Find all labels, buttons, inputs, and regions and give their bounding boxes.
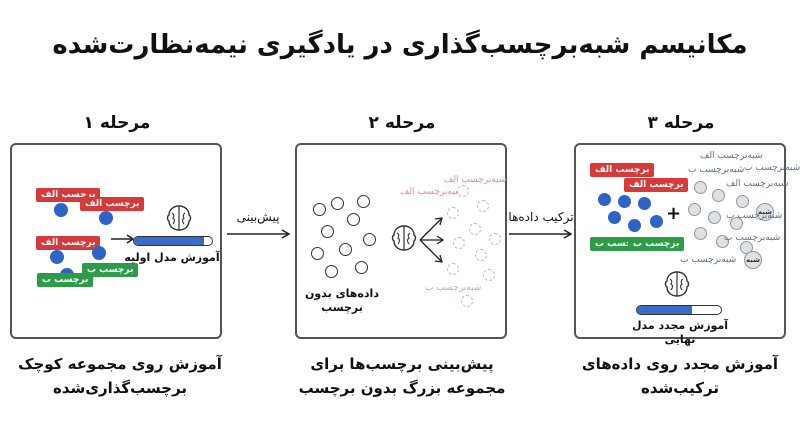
predicted-point (453, 237, 465, 249)
predicted-point (469, 223, 481, 235)
final-model-label: آموزش مجدد مدل نهایی (631, 319, 729, 346)
label-a-tag: برچسب الف (80, 197, 145, 211)
pseudo-labeled-point (688, 203, 701, 216)
unlabeled-point (313, 203, 326, 216)
plus-sign: + (666, 203, 682, 224)
stage-3-heading: مرحله ۳ (647, 113, 715, 133)
final-training-progress (636, 305, 722, 315)
initial-training-progress (133, 236, 213, 246)
stage-2-heading: مرحله ۲ (368, 113, 436, 133)
labeled-point (92, 246, 106, 260)
pseudo-label-a-text: شبه‌برچسب الف (444, 175, 507, 185)
pseudo-label-b-text: شبه‌برچسب ب (726, 211, 783, 221)
unlabeled-point (355, 261, 368, 274)
unlabeled-point (321, 225, 334, 238)
pseudo-badge: شبه (756, 203, 774, 221)
caption-line: آموزش مجدد روی داده‌های (581, 355, 779, 373)
combine-arrow-label: ترکیب داده‌ها (508, 210, 574, 224)
pseudo-labeled-point (736, 195, 749, 208)
fan-out-arrows (419, 217, 445, 263)
caption-line: برچسب‌گذاری‌شده (52, 379, 188, 397)
unlabeled-point (339, 243, 352, 256)
pseudo-labeled-point (712, 189, 725, 202)
pseudo-label-a-text: شبه‌برچسب الف (400, 187, 463, 197)
predicted-point (477, 200, 489, 212)
unlabeled-data-label: داده‌های بدون برچسب (305, 287, 379, 314)
arrow-right-icon (227, 229, 291, 239)
pseudo-label-b-text: شبه‌برچسب ب (724, 233, 781, 243)
pseudo-labeled-point (708, 211, 721, 224)
labeled-point (54, 203, 68, 217)
stage-1-panel: برچسب الف برچسب الف برچسب الف برچسب ب بر… (10, 143, 222, 339)
progress-fill (637, 306, 692, 314)
brain-icon (664, 271, 690, 297)
predicted-point (475, 249, 487, 261)
pseudo-badge: شبه (744, 251, 762, 269)
unlabeled-point (347, 213, 360, 226)
label-a-tag: برچسب الف (590, 163, 655, 177)
pseudo-label-b-text: شبه‌برچسب ب (680, 255, 737, 265)
unlabeled-point (331, 197, 344, 210)
caption-line: آموزش روی مجموعه کوچک (18, 355, 222, 373)
stage-2-caption: پیش‌بینی برچسب‌ها برای مجموعه بزرگ بدون … (282, 352, 522, 400)
pseudo-label-a-text: شبه‌برچسب الف (726, 179, 789, 189)
stage-1-heading: مرحله ۱ (83, 113, 151, 133)
unlabeled-point (311, 247, 324, 260)
pseudo-labeled-point (716, 235, 729, 248)
stage-2-panel: شبه‌برچسب الف شبه‌برچسب الف داده‌های بدو… (295, 143, 507, 339)
brain-icon (391, 225, 417, 251)
labeled-point (608, 211, 621, 224)
labeled-point (50, 250, 64, 264)
progress-fill (134, 237, 205, 245)
label-b-tag: برچسب ب (82, 263, 139, 277)
predicted-point (447, 207, 459, 219)
predicted-point (457, 185, 469, 197)
pseudo-labeled-point (694, 181, 707, 194)
initial-model-label: آموزش مدل اولیه (124, 251, 220, 264)
labeled-point (628, 219, 641, 232)
stage-3-caption: آموزش مجدد روی داده‌های ترکیب‌شده (560, 352, 800, 400)
predict-arrow-label: پیش‌بینی (236, 210, 280, 224)
stage-3-panel: برچسب الف برچسب الف برچسب ب برچسب ب + شب… (574, 143, 800, 346)
labeled-point (598, 193, 611, 206)
unlabeled-point (325, 265, 338, 278)
unlabeled-point (357, 195, 370, 208)
pseudo-label-b-text: شبه‌برچسب ب (744, 163, 800, 173)
predicted-point (489, 233, 501, 245)
pseudo-label-a-text: شبه‌برچسب الف (700, 151, 763, 161)
label-b-tag: برچسب ب (37, 273, 94, 287)
predicted-point (461, 295, 473, 307)
brain-icon (166, 205, 192, 231)
arrow-right-icon (111, 234, 135, 244)
label-a-tag: برچسب الف (36, 236, 101, 250)
label-b-tag: برچسب ب (628, 237, 685, 251)
pseudo-labeled-point (730, 217, 743, 230)
pseudo-label-b-text: شبه‌برچسب ب (688, 165, 745, 175)
predicted-point (483, 269, 495, 281)
pseudo-labeled-point (694, 227, 707, 240)
stage-1-caption: آموزش روی مجموعه کوچک برچسب‌گذاری‌شده (0, 352, 240, 400)
caption-line: پیش‌بینی برچسب‌ها برای (310, 355, 494, 373)
predicted-point (447, 263, 459, 275)
caption-line: ترکیب‌شده (641, 379, 719, 397)
labeled-point (618, 195, 631, 208)
unlabeled-point (363, 233, 376, 246)
diagram-title: مکانیسم شبه‌برچسب‌گذاری در یادگیری نیمه‌… (52, 30, 748, 60)
labeled-point (99, 211, 113, 225)
pseudo-label-b-text: شبه‌برچسب ب (425, 283, 482, 293)
label-a-tag: برچسب الف (624, 178, 689, 192)
labeled-point (650, 215, 663, 228)
arrow-right-icon (509, 229, 573, 239)
caption-line: مجموعه بزرگ بدون برچسب (298, 379, 506, 397)
labeled-point (638, 197, 651, 210)
